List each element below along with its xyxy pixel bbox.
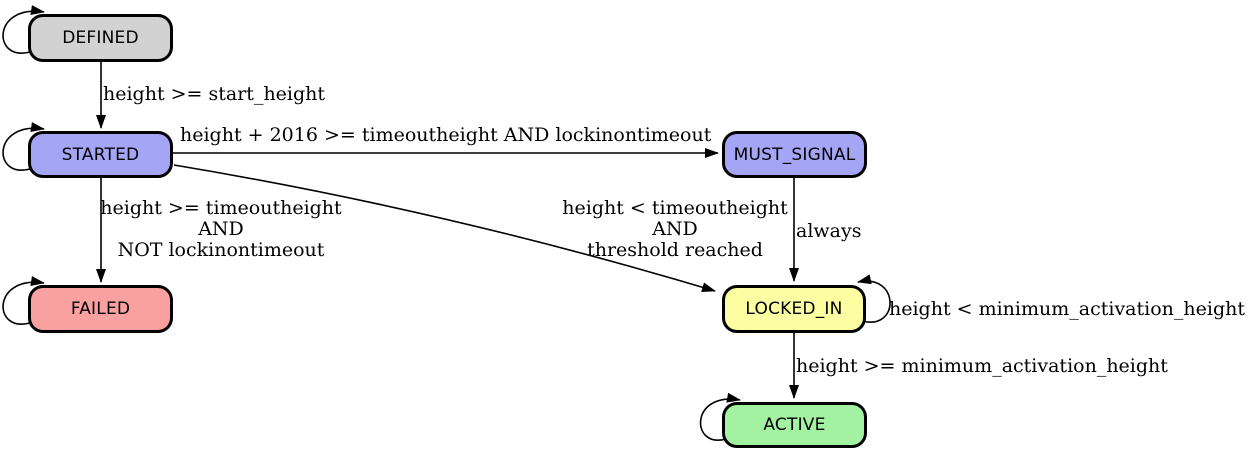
state-defined-label: DEFINED	[62, 28, 139, 48]
state-active: ACTIVE	[722, 402, 867, 448]
state-failed-label: FAILED	[70, 299, 131, 319]
state-failed: FAILED	[28, 285, 173, 333]
edge-label-line: AND	[198, 218, 244, 240]
edge-label-line: AND	[652, 218, 698, 240]
edge-label-started-failed: height >= timeoutheight AND NOT lockinon…	[96, 198, 346, 261]
edge-label-defined-started: height >= start_height	[103, 83, 326, 105]
self-loop-started	[2, 122, 45, 171]
edge-label-locked-in-self: height < minimum_activation_height	[889, 298, 1245, 320]
edge-label-line: height < timeoutheight	[562, 197, 788, 219]
edge-label-locked-in-active: height >= minimum_activation_height	[796, 355, 1168, 377]
self-loop-active	[699, 392, 741, 441]
edge-label-started-must-signal: height + 2016 >= timeoutheight AND locki…	[180, 124, 712, 146]
state-started-label: STARTED	[61, 144, 140, 165]
edge-started-locked-in	[173, 164, 716, 293]
state-must-signal-label: MUST_SIGNAL	[733, 144, 856, 165]
edge-label-line: NOT lockinontimeout	[117, 239, 325, 261]
self-loop-defined	[2, 5, 45, 54]
state-started: STARTED	[28, 131, 173, 178]
edge-label-line: threshold reached	[587, 239, 763, 261]
state-locked-in-label: LOCKED_IN	[745, 299, 843, 319]
state-defined: DEFINED	[28, 14, 173, 62]
self-loop-failed	[2, 276, 45, 325]
state-active-label: ACTIVE	[763, 415, 826, 435]
edge-label-line: height >= timeoutheight	[100, 197, 342, 219]
state-must-signal: MUST_SIGNAL	[722, 131, 867, 178]
edge-label-must-signal-locked-in: always	[796, 220, 862, 242]
edge-label-started-locked-in: height < timeoutheight AND threshold rea…	[550, 198, 800, 261]
self-loop-locked-in	[857, 274, 891, 323]
state-locked-in: LOCKED_IN	[722, 285, 866, 333]
